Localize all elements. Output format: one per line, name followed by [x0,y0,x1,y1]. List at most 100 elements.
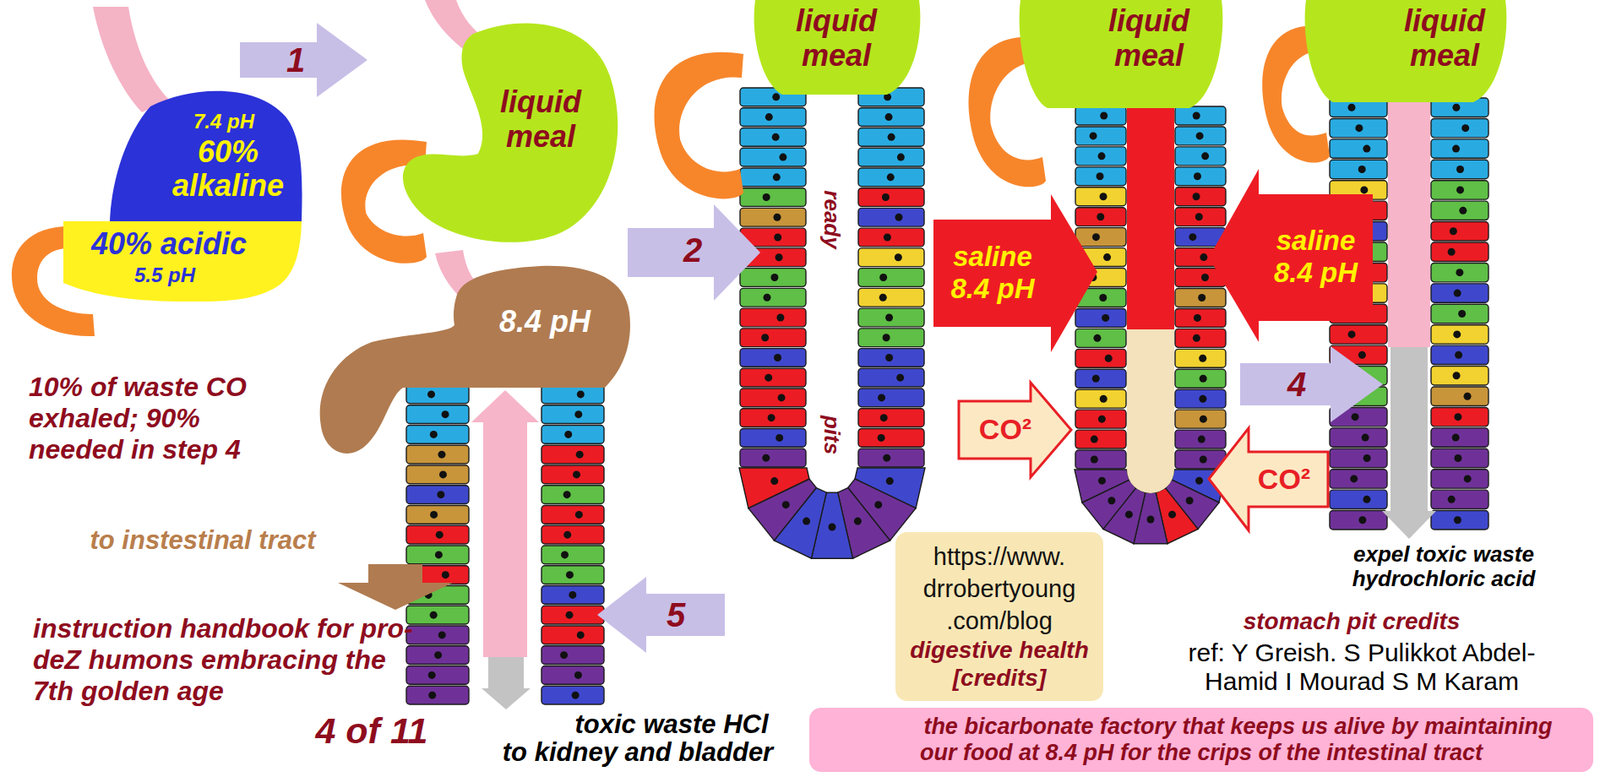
credits-box: https://www. drrobertyoung .com/blogdige… [895,532,1104,702]
stomach-shape: 8.4 pH [314,246,636,457]
pit-cell [858,108,925,127]
pit-cell [740,168,806,187]
block-arrow [958,382,1072,478]
lumen-lower [1126,329,1175,494]
step-arrow: 2 [625,202,762,303]
step-arrow: 4 [1238,342,1386,425]
pit-cell [406,465,469,485]
stomach-shape: liquid meal [956,0,1229,193]
pit-cell [1431,407,1489,426]
cell-nucleus [565,611,574,620]
cell-nucleus [1090,435,1099,444]
cell-nucleus [1099,111,1108,120]
pit-cell [541,405,605,425]
stomach-shape: liquid meal [640,0,928,205]
pit-cell [541,506,605,525]
text-slot: 40% acidic [63,226,275,262]
cell-nucleus [1447,495,1456,504]
node-text: 2 [667,230,719,270]
esophagus [92,6,169,113]
cell-nucleus [775,253,784,262]
pit-cell [1431,448,1489,468]
cell-nucleus [1452,434,1460,442]
pit-cell [1175,429,1226,449]
text-slot: ref: Y Greish. S Pulikkot Abdel-Hamid I … [1159,638,1565,696]
intestine-arrow [368,564,423,585]
pit-cell [406,685,469,705]
pit-cell [1075,429,1127,449]
cell-nucleus [877,393,886,402]
pit-cell [858,408,925,428]
node-text: 5 [650,595,702,635]
node-text: CO² [963,413,1048,447]
pit-cell [858,248,925,267]
node-text: CO² [1241,462,1327,496]
cell-nucleus [879,293,888,302]
cell-nucleus [770,273,779,282]
cell-nucleus [1347,103,1356,112]
pit-cell [1075,389,1127,409]
node-text: 60% alkaline [147,135,309,202]
cell-nucleus [778,153,787,162]
pit-cell [406,646,469,665]
cell-nucleus [767,413,776,422]
cell-nucleus [1452,145,1460,153]
pit-cell [858,308,925,327]
cell-nucleus [575,511,583,519]
cell-nucleus [1358,516,1366,524]
cell-nucleus [1090,456,1099,464]
cell-nucleus [1458,206,1467,215]
cell-nucleus [1463,392,1472,401]
cell-nucleus [772,92,780,101]
pit-cell [858,429,925,448]
pit-cell [740,408,806,428]
acidic-region [63,221,302,302]
pit-cell [1431,304,1489,323]
lumen-saline [1126,101,1175,330]
text-slot: liquid meal [1085,3,1213,74]
pit-cell [1075,126,1127,146]
cell-nucleus [1456,165,1464,174]
pit-cell [1431,283,1489,303]
stomach-shape-outline [329,0,621,271]
cell-nucleus [1096,212,1105,221]
cell-nucleus [1099,293,1107,302]
cell-nucleus [1349,474,1358,483]
text-slot: 4 [1271,364,1323,404]
pit-cell [1329,469,1388,489]
text-slot: 7.4 pH [177,109,271,134]
cell-nucleus [770,477,779,485]
cell-nucleus [1193,172,1202,180]
pit-cell [1431,325,1489,344]
text-slot: toxic waste HCl to kidney and bladder [494,711,782,767]
text-slot: pits [819,392,845,478]
cell-nucleus [1463,474,1472,483]
cell-nucleus [882,454,891,463]
page-number: 4 of 11 [287,711,457,752]
credits-heading: stomach pit credits [1224,608,1479,636]
pit-cell [1431,118,1489,137]
cell-nucleus [762,193,771,202]
pit-cell [740,108,806,127]
cell-nucleus [1093,334,1101,343]
text-slot: instruction handbook for pro-deZ humons … [32,613,418,707]
cell-nucleus [429,511,438,519]
cell-nucleus [1198,354,1207,363]
cell-nucleus [1199,415,1208,424]
pit-cell [541,605,605,625]
pit-cell [406,666,469,686]
text-slot: 60% alkaline [147,135,309,202]
cell-nucleus [1360,185,1368,194]
cell-nucleus [1362,495,1371,504]
pit-cell [858,368,925,387]
cell-nucleus [563,531,572,539]
cell-nucleus [1453,289,1462,298]
block-arrow [627,204,761,301]
waste-arrow [1390,347,1428,512]
pit-cell [541,445,605,464]
cell-nucleus [894,213,903,222]
caption-box: the bicarbonate factory that keeps us al… [809,707,1594,773]
stomach-body [754,0,921,95]
node-text: 5.5 pH [109,263,220,288]
box-text: the bicarbonate factory that keeps us al… [831,713,1572,767]
